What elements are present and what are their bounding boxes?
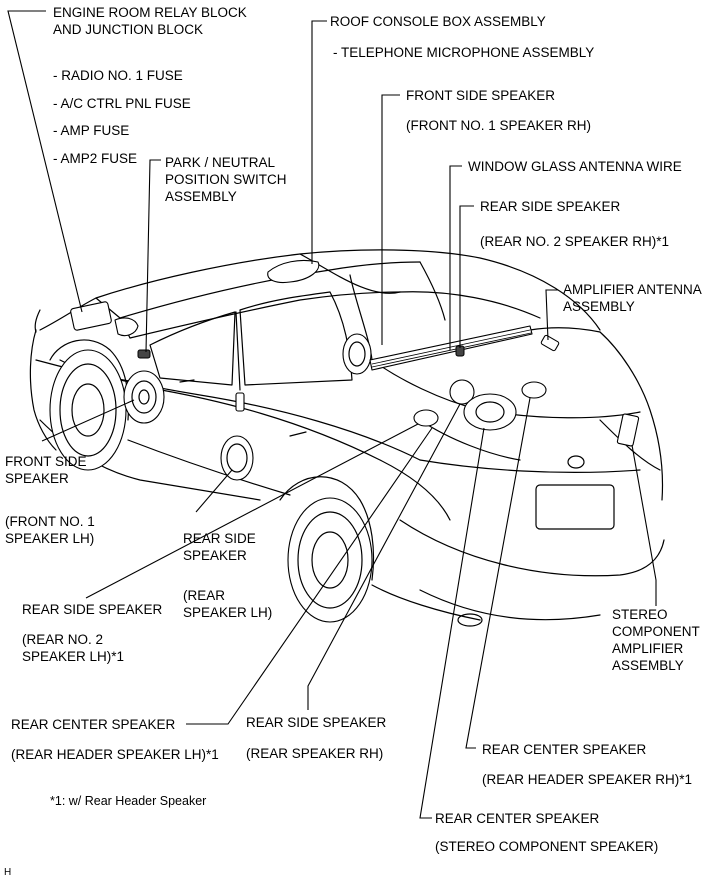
front-speaker-rh (342, 333, 372, 375)
label-rear-side-rh-top-sub: (REAR NO. 2 SPEAKER RH)*1 (480, 234, 670, 249)
rear-side-rh (449, 379, 475, 405)
corner-mark: H (4, 867, 12, 878)
label-rear-side-lh-sub-2: SPEAKER LH) (183, 605, 273, 620)
label-rear-side-lh2-sub-1: (REAR NO. 2 (22, 632, 104, 647)
label-fuse-amp: - AMP FUSE (53, 123, 130, 138)
antenna-wire (369, 325, 533, 371)
label-rear-side-lh-1: REAR SIDE (183, 531, 256, 546)
label-engine-room-1: ENGINE ROOM RELAY BLOCK (53, 5, 247, 20)
label-stereo-amp-3: AMPLIFIER (612, 641, 684, 656)
label-amp-antenna-2: ASSEMBLY (563, 299, 635, 314)
stereo-speaker (463, 393, 517, 431)
label-rear-side-rh-sub: (REAR SPEAKER RH) (246, 746, 384, 761)
park-neutral-switch (137, 349, 151, 359)
label-park-neutral-3: ASSEMBLY (165, 189, 237, 204)
label-stereo-amp-1: STEREO (612, 607, 668, 622)
label-front-side-lh-1: FRONT SIDE (5, 454, 87, 469)
label-front-side-lh-sub-2: SPEAKER LH) (5, 531, 95, 546)
car-body (29, 249, 665, 627)
label-rear-center-stereo: REAR CENTER SPEAKER (435, 811, 600, 826)
label-rear-side-lh-sub-1: (REAR (183, 588, 226, 603)
label-rear-center-rh-sub: (REAR HEADER SPEAKER RH)*1 (482, 772, 693, 787)
rear-center-lh (413, 409, 439, 427)
label-rear-side-rh: REAR SIDE SPEAKER (246, 715, 387, 730)
label-rear-center-lh-sub: (REAR HEADER SPEAKER LH)*1 (11, 747, 219, 762)
relay-block (70, 301, 112, 331)
label-stereo-amp-4: ASSEMBLY (612, 658, 684, 673)
label-rear-center-stereo-sub: (STEREO COMPONENT SPEAKER) (435, 839, 659, 854)
label-front-side-rh-sub: (FRONT NO. 1 SPEAKER RH) (406, 118, 592, 133)
amp-antenna (540, 334, 560, 352)
label-fuse-radio: - RADIO NO. 1 FUSE (53, 68, 183, 83)
label-front-side-lh-2: SPEAKER (5, 471, 69, 486)
label-rear-center-rh: REAR CENTER SPEAKER (482, 742, 647, 757)
label-window-glass: WINDOW GLASS ANTENNA WIRE (468, 159, 682, 174)
rear-center-rh (521, 381, 547, 399)
label-fuse-ac: - A/C CTRL PNL FUSE (53, 96, 191, 111)
label-park-neutral-1: PARK / NEUTRAL (165, 155, 276, 170)
label-engine-room-2: AND JUNCTION BLOCK (53, 22, 204, 37)
leader-lines (7, 10, 657, 819)
label-park-neutral-2: POSITION SWITCH (165, 172, 287, 187)
label-fuse-amp2: - AMP2 FUSE (53, 151, 138, 166)
label-front-side-rh: FRONT SIDE SPEAKER (406, 88, 556, 103)
label-rear-side-rh-top: REAR SIDE SPEAKER (480, 199, 621, 214)
label-rear-center-lh: REAR CENTER SPEAKER (11, 717, 176, 732)
roof-console (267, 259, 320, 284)
label-front-side-lh-sub-1: (FRONT NO. 1 (5, 514, 95, 529)
label-rear-side-lh-2: SPEAKER (183, 548, 247, 563)
label-stereo-amp-2: COMPONENT (612, 624, 700, 639)
label-amp-antenna-1: AMPLIFIER ANTENNA (563, 282, 702, 297)
front-speaker-lh (123, 370, 165, 424)
label-roof-console: ROOF CONSOLE BOX ASSEMBLY (330, 14, 546, 29)
rear-speaker-lh (220, 435, 254, 481)
label-rear-side-lh2-sub-2: SPEAKER LH)*1 (22, 649, 125, 664)
stereo-amplifier (616, 413, 640, 447)
footnote: *1: w/ Rear Header Speaker (50, 794, 207, 808)
label-telephone-mic: - TELEPHONE MICROPHONE ASSEMBLY (333, 45, 595, 60)
label-rear-side-lh2: REAR SIDE SPEAKER (22, 602, 163, 617)
